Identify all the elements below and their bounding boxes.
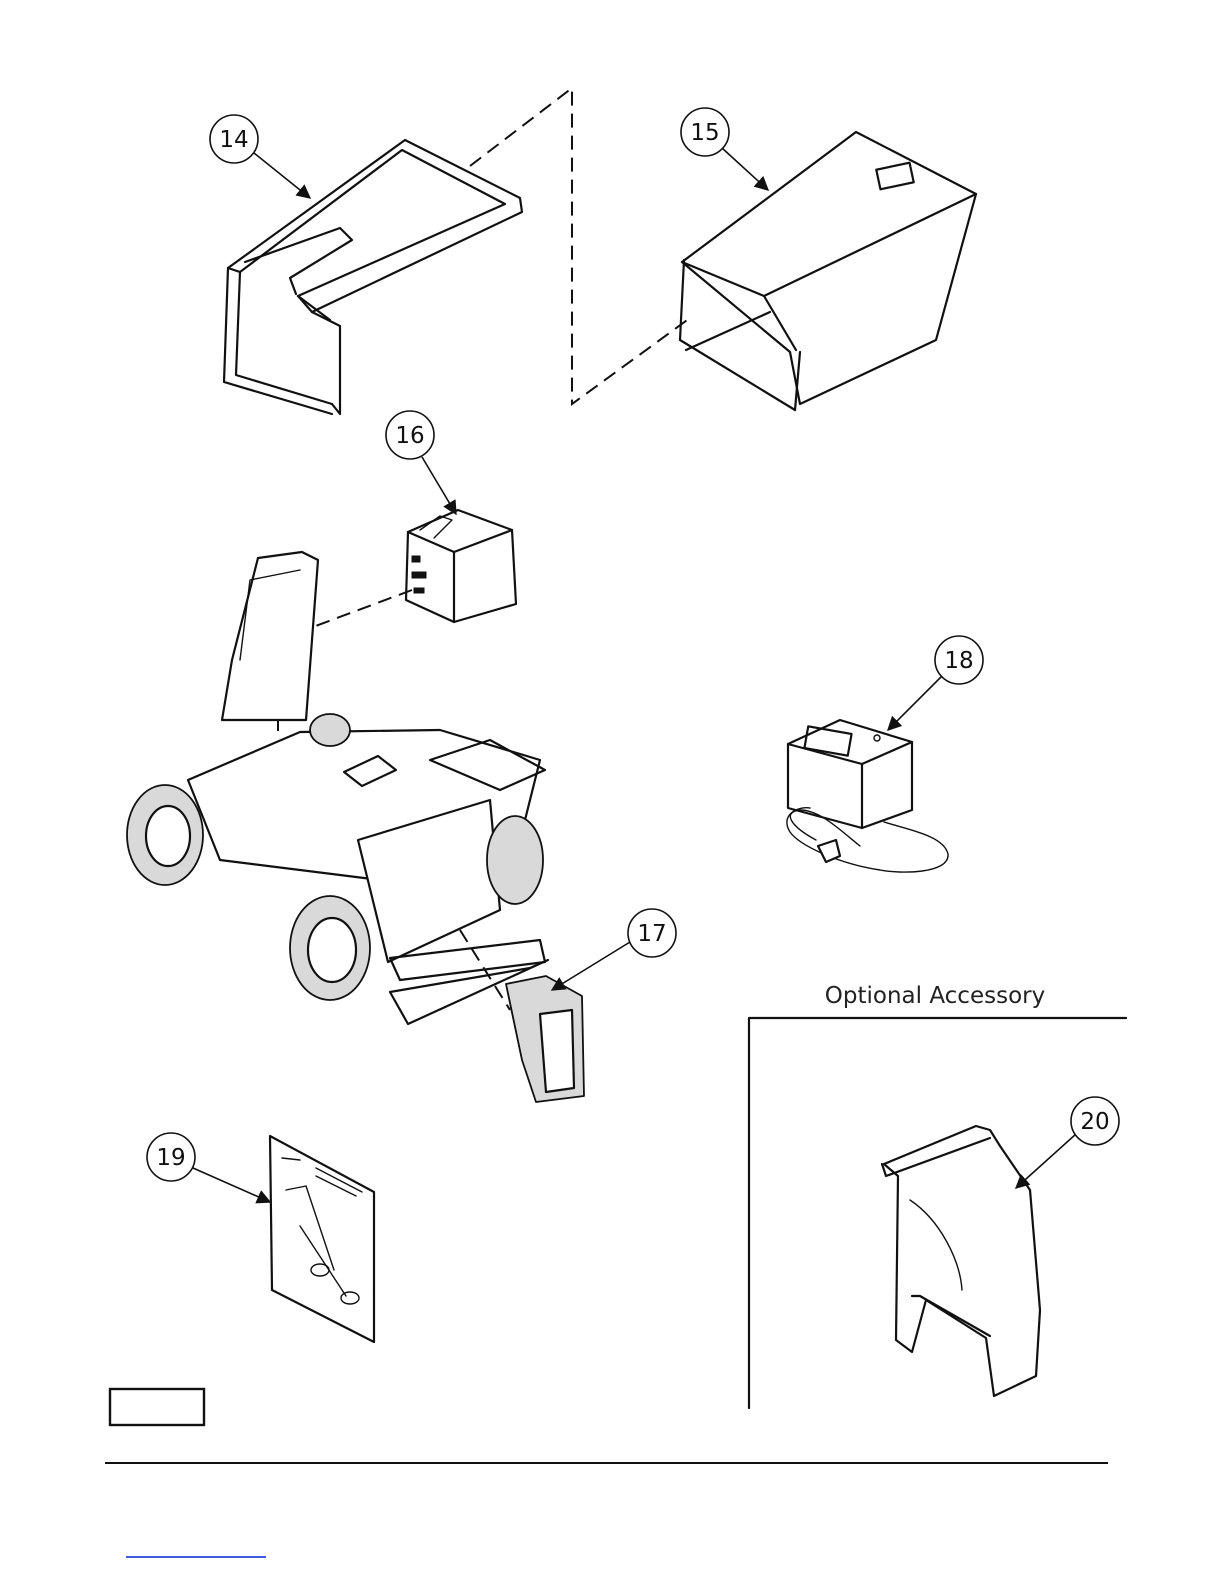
optional-chute-drawing [882,1126,1040,1396]
optional-accessory-caption: Optional Accessory [825,983,1045,1009]
svg-text:16: 16 [395,423,424,449]
callout-15: 15 [681,108,768,190]
grass-bag-frame-drawing [224,140,522,414]
svg-text:20: 20 [1080,1109,1109,1135]
callout-14: 14 [210,115,310,198]
mower-body-drawing [127,552,548,1024]
svg-text:14: 14 [219,127,248,153]
callout-16: 16 [386,411,456,514]
operator-manual-drawing [270,1136,374,1342]
assembly-line-14-15 [470,88,690,404]
grass-bag-drawing [680,132,976,410]
battery-drawing [406,510,516,622]
svg-text:18: 18 [944,648,973,674]
svg-text:15: 15 [690,120,719,146]
discharge-chute-drawing [506,976,584,1102]
callout-19: 19 [147,1133,270,1202]
charger-drawing [787,720,948,872]
part-number-box [110,1389,204,1425]
svg-text:19: 19 [156,1145,185,1171]
callout-20: 20 [1016,1097,1119,1188]
svg-text:17: 17 [637,921,666,947]
callout-17: 17 [552,909,676,990]
callout-18: 18 [888,636,983,730]
